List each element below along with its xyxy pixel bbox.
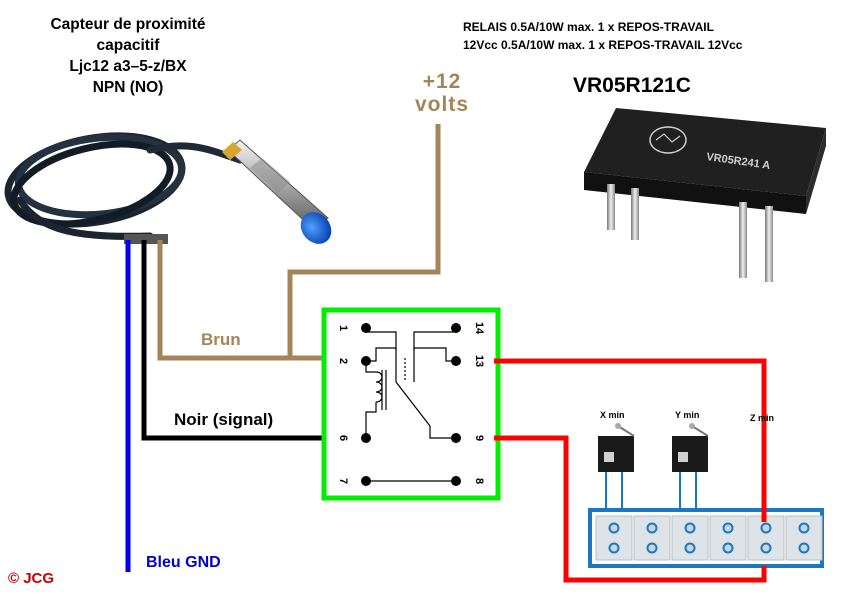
microswitch-x bbox=[598, 423, 635, 510]
brown-wire bbox=[157, 240, 326, 361]
sensor-title-line2: capacitif bbox=[96, 37, 160, 54]
terminal-screw bbox=[760, 542, 772, 554]
pin-label-9: 9 bbox=[473, 435, 485, 441]
relay-pin bbox=[631, 188, 639, 240]
pin-label-6: 6 bbox=[337, 435, 349, 441]
sensor-title: Capteur de proximité capacitif Ljc12 a3–… bbox=[8, 14, 248, 98]
relay-logo-icon bbox=[649, 126, 687, 154]
pin-label-14: 14 bbox=[473, 322, 485, 335]
relay-pin bbox=[765, 206, 773, 282]
z-min-label: Z min bbox=[750, 413, 774, 423]
plus-12v-wire bbox=[287, 124, 441, 358]
black-wire-label: Noir (signal) bbox=[174, 410, 274, 429]
relay-pin bbox=[607, 184, 615, 230]
relay-desc-line1: RELAIS 0.5A/10W max. 1 x REPOS-TRAVAIL bbox=[463, 20, 714, 34]
sensor-title-line1: Capteur de proximité bbox=[50, 16, 206, 33]
pin-label-2: 2 bbox=[337, 358, 349, 364]
relay-schematic: 1 2 6 7 14 13 9 8 bbox=[321, 307, 501, 501]
blue-wire-label: Bleu GND bbox=[146, 554, 221, 571]
terminal-block bbox=[588, 508, 824, 568]
terminal-screw bbox=[684, 542, 696, 554]
terminal-screw bbox=[760, 522, 772, 534]
sensor-title-line3: Ljc12 a3–5-z/BX bbox=[69, 58, 187, 75]
brown-wire-label: Brun bbox=[201, 330, 241, 349]
pin-label-7: 7 bbox=[337, 478, 349, 484]
pin-label-13: 13 bbox=[473, 355, 485, 367]
microswitch-y bbox=[672, 423, 709, 510]
relay-desc-line2: 12Vcc 0.5A/10W max. 1 x REPOS-TRAVAIL 12… bbox=[463, 38, 743, 52]
black-signal-wire bbox=[141, 240, 326, 441]
relay-package-image: VR05R241 A bbox=[584, 108, 826, 282]
terminal-screw bbox=[608, 522, 620, 534]
cable-end-sheath bbox=[124, 234, 168, 244]
sensor-cable-coil bbox=[4, 132, 244, 240]
relay-model: VR05R121C bbox=[573, 74, 691, 97]
terminal-cells bbox=[595, 515, 823, 561]
terminal-screw bbox=[798, 542, 810, 554]
relay-description: RELAIS 0.5A/10W max. 1 x REPOS-TRAVAIL 1… bbox=[463, 18, 742, 54]
terminal-screw bbox=[722, 542, 734, 554]
supply-line1: +12 bbox=[422, 70, 462, 93]
terminal-screw bbox=[722, 522, 734, 534]
supply-line2: volts bbox=[414, 93, 469, 116]
sensor-wires bbox=[125, 124, 441, 572]
terminal-screw bbox=[646, 522, 658, 534]
sensor-title-line4: NPN (NO) bbox=[92, 79, 164, 96]
copyright-notice: © JCG bbox=[8, 570, 55, 587]
terminal-screw bbox=[646, 542, 658, 554]
pin-label-1: 1 bbox=[337, 325, 349, 331]
proximity-sensor-image bbox=[4, 132, 332, 244]
x-min-label: X min bbox=[600, 410, 625, 420]
y-min-label: Y min bbox=[675, 410, 700, 420]
supply-voltage-label: +12 volts bbox=[402, 70, 482, 116]
relay-internal-circuit bbox=[365, 328, 457, 482]
pin-label-8: 8 bbox=[473, 478, 485, 484]
relay-frame bbox=[321, 307, 501, 501]
relay-pin-numbers: 1 2 6 7 14 13 9 8 bbox=[337, 322, 485, 484]
sensor-body bbox=[222, 139, 332, 244]
terminal-screw bbox=[684, 522, 696, 534]
sensor-blue-cap bbox=[300, 212, 332, 244]
relay-pin bbox=[739, 202, 747, 278]
terminal-screw bbox=[608, 542, 620, 554]
terminal-screw bbox=[798, 522, 810, 534]
